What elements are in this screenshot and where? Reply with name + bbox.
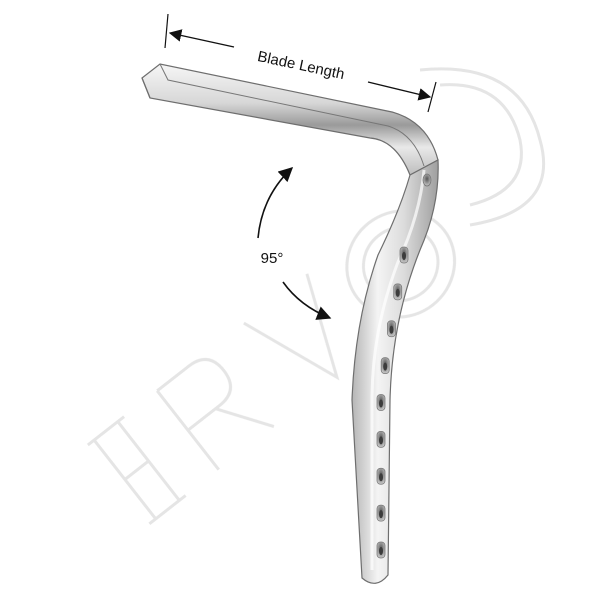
angle-arrow-upper — [257, 167, 294, 239]
plate-screw-holes — [376, 246, 409, 559]
dimension-extension-right — [427, 81, 437, 113]
dimension-extension-left — [164, 13, 169, 49]
screw-hole — [376, 541, 386, 559]
plate-shaft — [351, 159, 439, 584]
screw-hole — [376, 430, 386, 448]
screw-hole — [393, 283, 403, 301]
screw-hole-top — [422, 173, 432, 187]
angle-arrow-lower — [282, 281, 332, 320]
screw-hole — [387, 320, 396, 338]
screw-hole — [380, 357, 390, 375]
dimension-arrow-right — [367, 81, 432, 101]
watermark-logo — [86, 67, 546, 525]
plate-blade — [141, 63, 439, 176]
screw-hole — [376, 467, 386, 485]
angle-label: 95° — [261, 250, 284, 267]
screw-hole — [376, 504, 386, 522]
screw-hole — [376, 394, 386, 411]
screw-hole — [399, 246, 409, 264]
blade-length-label: Blade Length — [256, 48, 346, 83]
dimension-arrow-left — [168, 29, 235, 48]
angle-indicator: 95° — [257, 167, 332, 320]
